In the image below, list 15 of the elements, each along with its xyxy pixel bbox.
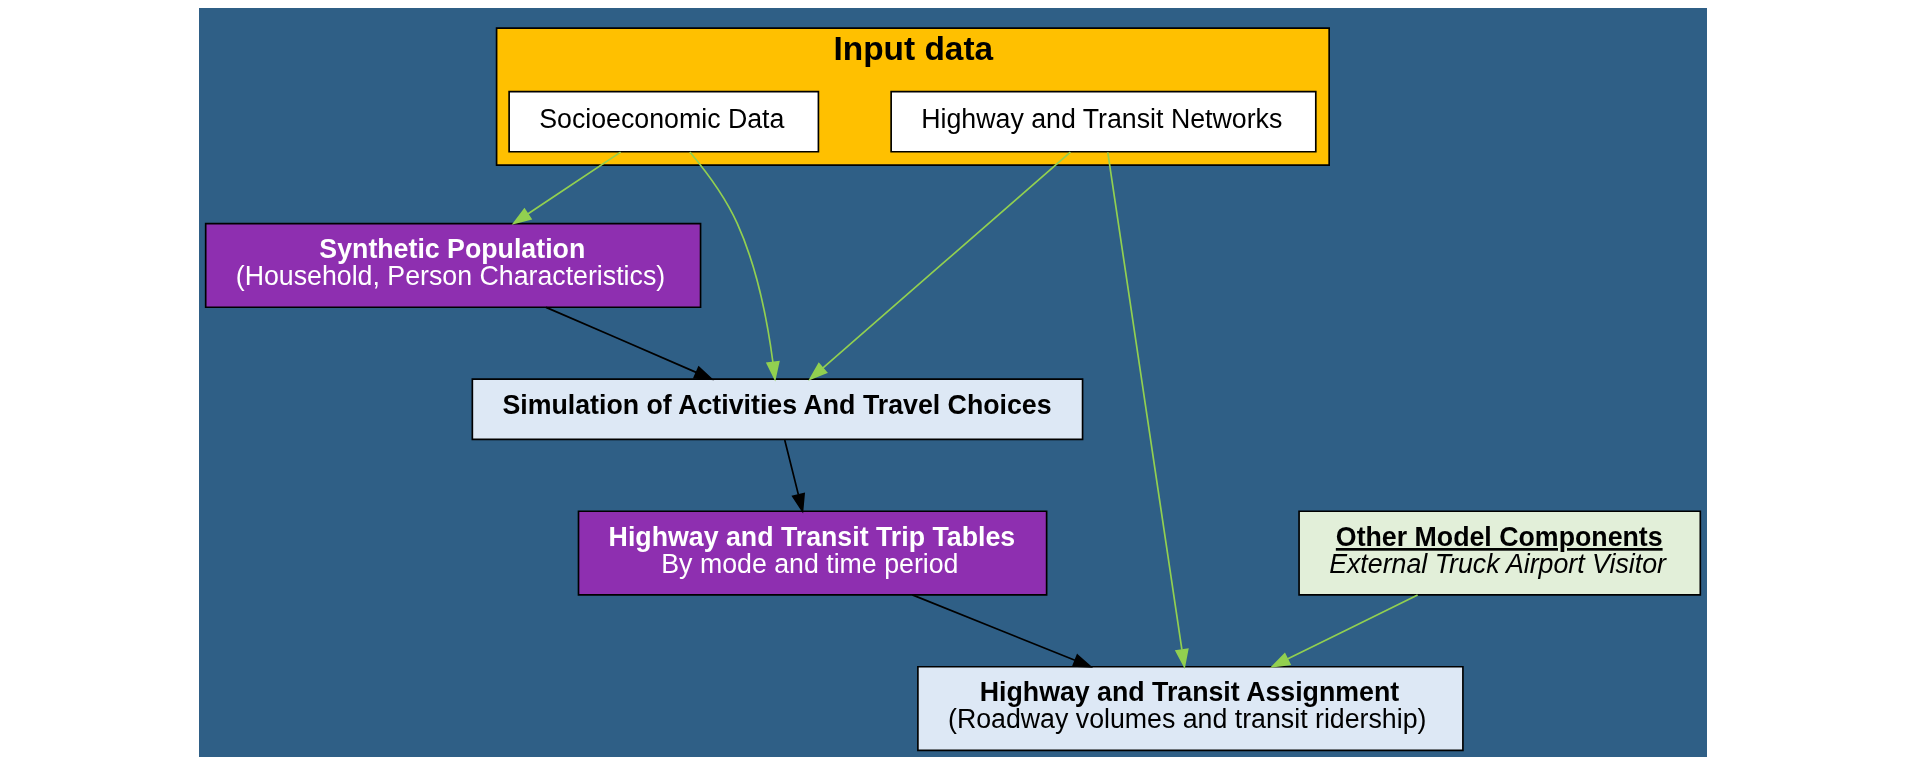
node-box: Highway and Transit Trip Tables By mode and time period xyxy=(577,510,1048,596)
arrow xyxy=(545,306,715,381)
arrow xyxy=(1270,594,1419,668)
arrow xyxy=(911,594,1094,668)
arrow xyxy=(783,439,806,514)
arrow xyxy=(511,151,622,225)
node-box: Other Model Components External Truck Airport Visitor xyxy=(1298,510,1702,596)
arrow xyxy=(1106,151,1189,670)
node-box: Highway and Transit Assignment (Roadway volumes and transit ridership) xyxy=(917,665,1464,752)
arrow xyxy=(808,151,1072,381)
arrow xyxy=(689,151,780,382)
node-box: Synthetic Population (Household, Person Characteristics) xyxy=(204,222,702,309)
node-box: Highway and Transit Networks xyxy=(890,90,1317,153)
node-box: Simulation of Activities And Travel Choices xyxy=(471,378,1084,441)
node-box: Socioeconomic Data xyxy=(508,90,820,153)
